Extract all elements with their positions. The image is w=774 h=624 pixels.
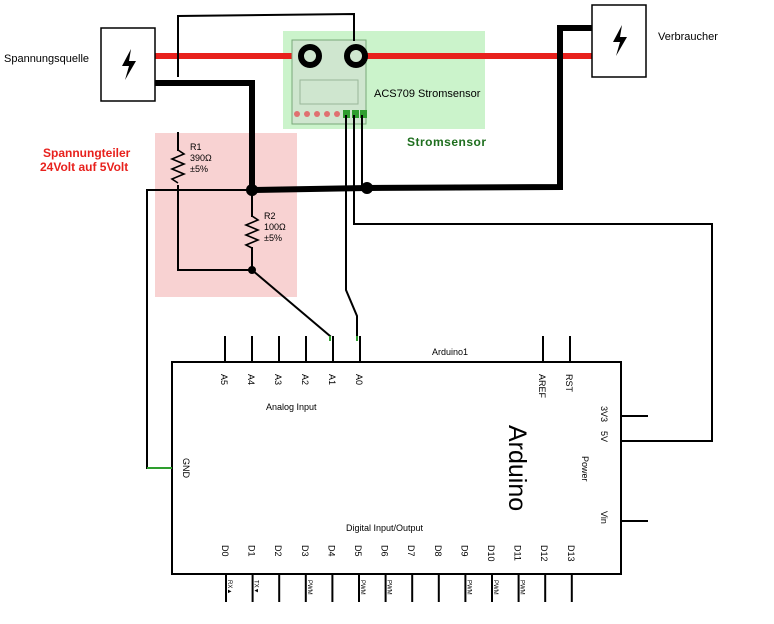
pin-d0-label: D0 xyxy=(220,545,230,557)
junction-dot xyxy=(248,266,256,274)
r1-tolerance: ±5% xyxy=(190,164,208,174)
pin-3v3-label: 3V3 xyxy=(599,406,609,422)
r2-name: R2 xyxy=(264,211,276,221)
pin-d5-label: D5 xyxy=(353,545,363,557)
pin-a1-label: A1 xyxy=(327,374,337,385)
pin-d9-label: D9 xyxy=(459,545,469,557)
vcc-wire xyxy=(353,115,713,442)
pin-d8-label: D8 xyxy=(433,545,443,557)
pin-d1-tag: TX▼ xyxy=(253,580,259,594)
r2-resistor xyxy=(243,215,261,249)
sensor-area-label: Stromsensor xyxy=(407,135,487,149)
pin-d12-label: D12 xyxy=(539,545,549,562)
pin-d13-label: D13 xyxy=(566,545,576,562)
pin-d3-tag: PWM xyxy=(306,580,312,595)
pin-a0-label: A0 xyxy=(354,374,364,385)
load-box xyxy=(591,4,647,78)
r2-tolerance: ±5% xyxy=(264,233,282,243)
lightning-icon xyxy=(613,25,627,56)
arduino-board: Arduino1 Analog Input Digital Input/Outp… xyxy=(147,336,648,602)
power-title: Power xyxy=(580,456,590,482)
a0-wire xyxy=(345,115,358,337)
junction-dot xyxy=(361,182,373,194)
pin-d3-label: D3 xyxy=(300,545,310,557)
pin-d6-label: D6 xyxy=(380,545,390,557)
pin-gnd-label: GND xyxy=(181,458,191,479)
pin-a5-label: A5 xyxy=(219,374,229,385)
pin-5v-label: 5V xyxy=(599,431,609,442)
load-label: Verbraucher xyxy=(658,31,718,43)
r1-bottom-wire xyxy=(177,185,253,271)
divider-title: Spannungteiler xyxy=(43,146,131,160)
a1-wire xyxy=(250,268,332,338)
source-label: Spannungsquelle xyxy=(4,53,89,65)
pin-a4-label: A4 xyxy=(246,374,256,385)
r1-value: 390Ω xyxy=(190,153,212,163)
digital-io-title: Digital Input/Output xyxy=(346,523,424,533)
pin-d9-tag: PWM xyxy=(465,580,471,595)
source-box xyxy=(100,27,156,102)
pin-d11-tag: PWM xyxy=(519,580,525,595)
analog-input-title: Analog Input xyxy=(266,402,317,412)
pin-d7-label: D7 xyxy=(406,545,416,557)
junction-dot xyxy=(246,184,258,196)
acs709-board xyxy=(291,39,368,125)
pin-d6-tag: PWM xyxy=(386,580,392,595)
arduino-logo: Arduino xyxy=(503,425,531,511)
pin-vin-label: Vin xyxy=(599,511,609,524)
pin-d2-label: D2 xyxy=(273,545,283,557)
pin-d0-tag: RX▲ xyxy=(226,580,232,594)
r2-value: 100Ω xyxy=(264,222,286,232)
pin-a2-label: A2 xyxy=(300,374,310,385)
r1-resistor xyxy=(169,149,187,184)
pin-rst-label: RST xyxy=(564,374,574,393)
pin-aref-label: AREF xyxy=(537,374,547,399)
pin-d10-tag: PWM xyxy=(492,580,498,595)
pin-a3-label: A3 xyxy=(273,374,283,385)
pin-d4-label: D4 xyxy=(326,545,336,557)
arduino-name: Arduino1 xyxy=(432,347,468,357)
pin-d11-label: D11 xyxy=(513,545,523,561)
sensor-label: ACS709 Stromsensor xyxy=(374,88,481,100)
sensor-loop-wire xyxy=(177,12,355,77)
divider-subtitle: 24Volt auf 5Volt xyxy=(40,160,128,174)
pin-d5-tag: PWM xyxy=(359,580,365,595)
lightning-icon xyxy=(122,49,136,80)
r1-name: R1 xyxy=(190,142,202,152)
pin-d10-label: D10 xyxy=(486,545,496,562)
pin-d1-label: D1 xyxy=(247,545,257,557)
